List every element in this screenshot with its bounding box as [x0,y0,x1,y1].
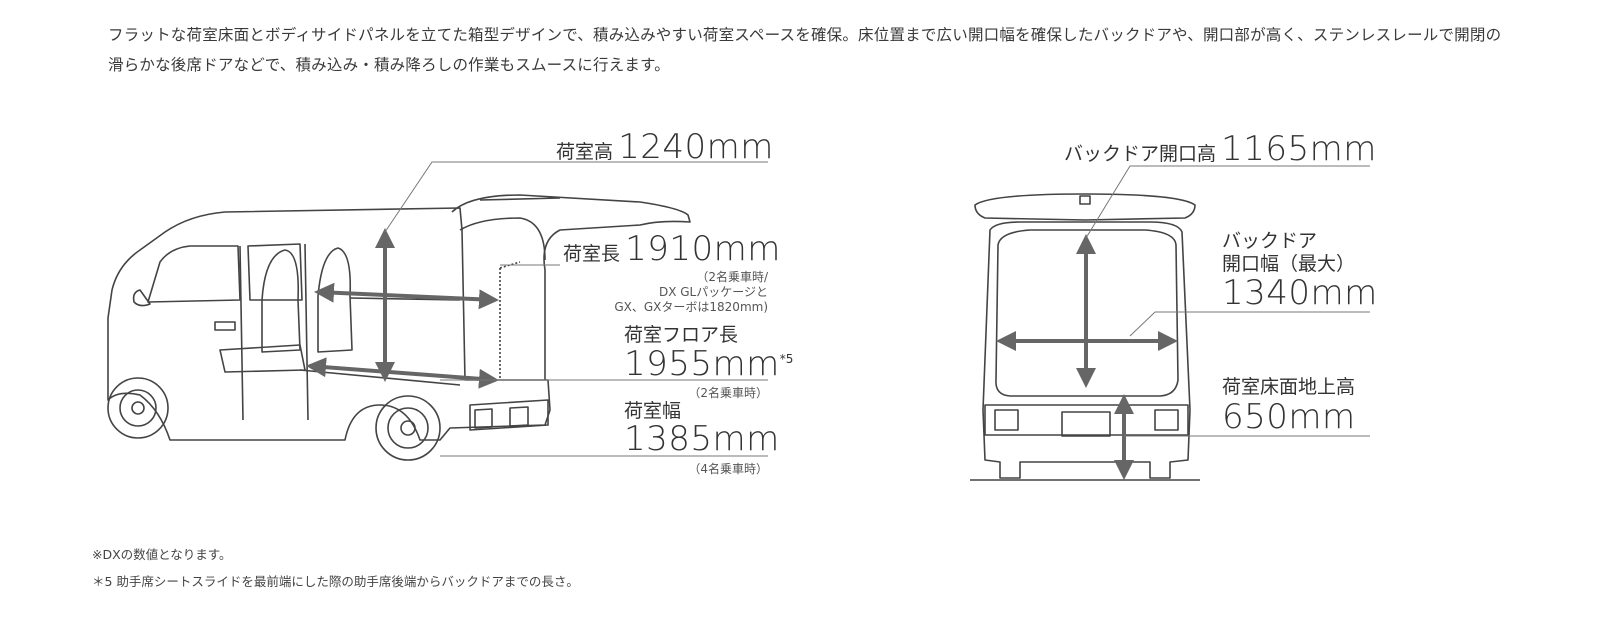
cargo-length-note: （2名乗車時/ DX GLパッケージと GX、GXターボは1820mm) [614,270,768,314]
floor-height-value: 650mm [1222,397,1356,437]
intro-text: フラットな荷室床面とボディサイドパネルを立てた箱型デザインで、積み込みやすい荷室… [108,26,1502,74]
rear-view-leaders [1085,165,1370,437]
side-view-arrows [306,228,499,389]
cargo-floor-length-note: （2名乗車時） [688,386,768,400]
cargo-floor-length-value: 1955mm [624,344,780,384]
door-height-callout: バックドア開口高 1165mm [1064,132,1377,166]
cargo-height-value: 1240mm [618,127,774,167]
footnote-mark: *5 [779,351,794,366]
floor-height-label: 荷室床面地上高 [1222,376,1356,398]
cargo-floor-length-label: 荷室フロア長 [624,324,739,346]
footnote-dx: ※DXの数値となります。 [92,547,232,562]
cargo-length-value: 1910mm [625,229,781,269]
cargo-height-callout: 荷室高 1240mm [556,130,774,164]
cargo-floor-length-callout: 1955mm*5 [624,347,793,381]
rear-view-van [970,193,1200,481]
cargo-height-label: 荷室高 [556,141,614,163]
door-height-value: 1165mm [1221,129,1377,169]
door-width-label: バックドア 開口幅（最大） [1222,230,1356,275]
door-width-value: 1340mm [1222,273,1378,313]
cargo-width-label: 荷室幅 [624,400,682,422]
side-view-leaders [384,161,768,457]
rear-view-arrows [996,234,1178,480]
door-height-label: バックドア開口高 [1064,143,1217,165]
cargo-length-callout: 荷室長 1910mm [563,232,781,266]
cargo-width-note: （4名乗車時） [688,462,768,476]
footnote-5: ＊5 助手席シートスライドを最前端にした際の助手席後端からバックドアまでの長さ。 [92,574,579,589]
cargo-width-value: 1385mm [624,419,780,459]
cargo-length-label: 荷室長 [563,243,621,265]
